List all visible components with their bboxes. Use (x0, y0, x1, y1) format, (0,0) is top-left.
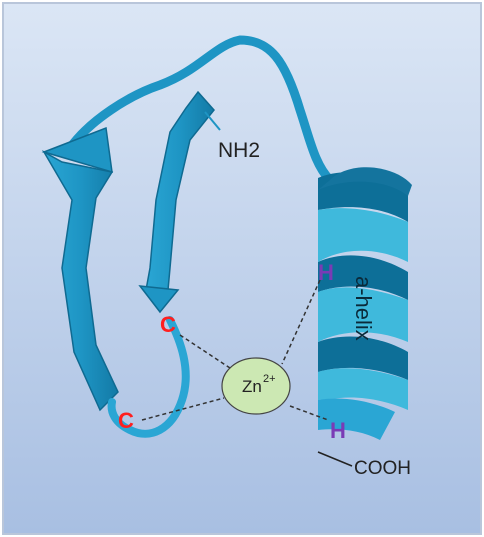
zinc-charge-label: 2+ (263, 373, 276, 385)
cysteine-lower-label: C (118, 408, 134, 433)
c-terminus-label: COOH (354, 458, 411, 479)
bond-cys-lower (141, 397, 225, 421)
connecting-loop (65, 35, 335, 185)
alpha-helix (318, 167, 412, 440)
zinc-label: Zn (242, 377, 262, 396)
helix-label: a-helix (351, 276, 376, 341)
coordination-bonds (141, 279, 329, 421)
cysteine-upper-label: C (160, 312, 176, 337)
zinc-ion: Zn 2+ (221, 357, 291, 415)
cysteine-loop (107, 316, 190, 438)
bond-cys-upper (179, 334, 231, 369)
histidine-upper-label: H (318, 260, 334, 285)
histidine-lower-label: H (330, 418, 346, 443)
n-terminus-label: NH2 (218, 139, 260, 162)
nh2-pointer (204, 111, 221, 131)
inner-beta-strand (138, 90, 215, 314)
bond-his-upper (281, 279, 321, 365)
cooh-pointer (317, 451, 353, 467)
